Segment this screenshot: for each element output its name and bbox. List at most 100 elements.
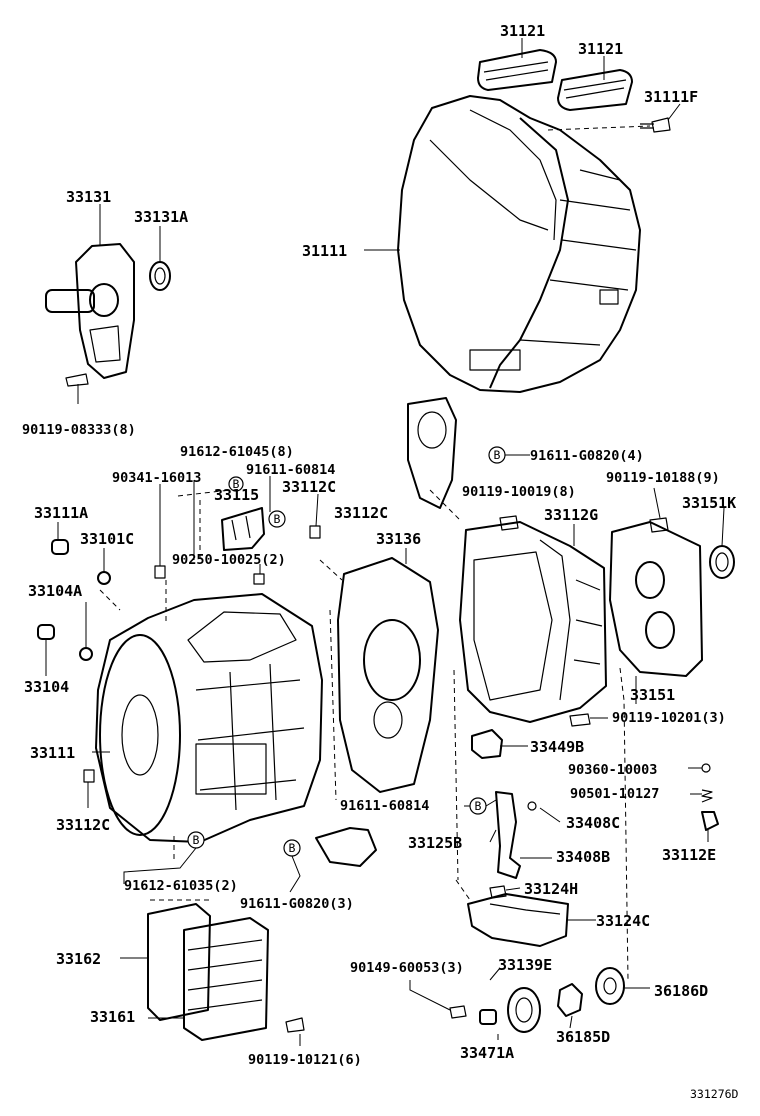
label-36185D: 36185D (556, 1028, 610, 1046)
label-31121-right: 31121 (578, 40, 623, 58)
label-90119-10188: 90119-10188(9) (606, 470, 720, 486)
bolt-31111F (640, 117, 671, 133)
oil-seal-33151K (709, 545, 735, 579)
lever-33408B (495, 791, 521, 879)
label-33131A: 33131A (134, 208, 188, 226)
label-33112C-b: 33112C (334, 504, 388, 522)
callout-labels: 31121 31121 31111F 33131 33131A 31111 90… (22, 22, 739, 1101)
label-36186D: 36186D (654, 982, 708, 1000)
pin-33112C-a (309, 525, 321, 539)
label-90119-10121: 90119-10121(6) (248, 1052, 362, 1068)
label-33408C: 33408C (566, 814, 620, 832)
label-33124C: 33124C (596, 912, 650, 930)
label-33124H: 33124H (524, 880, 578, 898)
label-31121-left: 31121 (500, 22, 545, 40)
svg-text:B: B (193, 833, 200, 847)
b-marker-2: B (228, 476, 244, 492)
extension-case-33112G (459, 521, 607, 723)
cover-33161 (183, 917, 269, 1041)
label-33101C: 33101C (80, 530, 134, 548)
extension-housing-33131 (45, 243, 135, 379)
label-90149-60053: 90149-60053(3) (350, 960, 464, 976)
assembly-centerlines (99, 125, 651, 981)
guide-33124C (467, 893, 569, 947)
label-33111-case: 33111 (30, 744, 75, 762)
label-33111A: 33111A (34, 504, 88, 522)
cover-31121-right (557, 69, 633, 111)
b-marker-5: B (283, 839, 301, 857)
bolt-33124H (489, 885, 507, 899)
label-33131: 33131 (66, 188, 111, 206)
bolt-90119-08333 (65, 373, 89, 387)
label-90501-10127: 90501-10127 (570, 786, 659, 802)
leader-lines (45, 38, 725, 1046)
b-marker-4: B (469, 797, 487, 815)
plug-33104A (79, 647, 93, 661)
label-33112E: 33112E (662, 846, 716, 864)
plug-33112E (701, 811, 719, 831)
spring-90501 (701, 789, 713, 803)
bolt-90149-60053 (449, 1005, 467, 1019)
oil-seal-33131A (149, 261, 171, 291)
label-33449B: 33449B (530, 738, 584, 756)
cover-31121-left (477, 49, 557, 91)
label-33408B: 33408B (556, 848, 610, 866)
bracket-33115 (221, 507, 265, 551)
pin-33112C-b (83, 769, 95, 783)
b-marker-1: B (488, 446, 506, 464)
svg-text:B: B (289, 841, 296, 855)
label-90119-08333: 90119-08333(8) (22, 422, 136, 438)
label-33161: 33161 (90, 1008, 135, 1026)
label-90360-10003: 90360-10003 (568, 762, 657, 778)
label-33151: 33151 (630, 686, 675, 704)
transmission-case-33111 (95, 593, 323, 843)
breather-90341-16013 (154, 565, 166, 579)
label-33112C-c: 33112C (56, 816, 110, 834)
label-33125B: 33125B (408, 834, 462, 852)
label-90341-16013: 90341-16013 (112, 470, 201, 486)
bolt-90119-10201 (569, 713, 591, 727)
diagram-id: 331276D (690, 1087, 739, 1101)
label-33162: 33162 (56, 950, 101, 968)
bearing-33471A (479, 987, 541, 1033)
b-marker-3: B (268, 510, 286, 528)
label-90250-10025: 90250-10025(2) (172, 552, 286, 568)
washer-33101C (97, 571, 111, 585)
clip-33449B (471, 729, 503, 759)
plug-33111A (51, 539, 69, 555)
pin-90250 (253, 573, 265, 585)
label-91611-60814-a: 91611-60814 (246, 462, 335, 478)
b-marker-6: B (187, 831, 205, 849)
gasket-plate-upper (407, 397, 457, 509)
gear-36185D (557, 983, 583, 1017)
bell-housing-31111 (397, 95, 641, 393)
label-91612-61045: 91612-61045(8) (180, 444, 294, 460)
bracket-91611-60814 (315, 827, 377, 867)
bolt-90119-10121 (285, 1017, 305, 1033)
svg-text:B: B (233, 477, 240, 491)
label-91611-G0820-4: 91611-G0820(4) (530, 448, 644, 464)
svg-text:B: B (494, 448, 501, 462)
snap-33408C (527, 801, 537, 811)
bearing-36186D (595, 967, 625, 1005)
intermediate-plate-33136 (337, 557, 439, 793)
label-33136: 33136 (376, 530, 421, 548)
svg-text:B: B (274, 512, 281, 526)
plug-33104 (37, 624, 55, 640)
gasket-33162 (147, 903, 211, 1021)
label-33112C-a: 33112C (282, 478, 336, 496)
label-33104: 33104 (24, 678, 69, 696)
label-91611-G0820-3: 91611-G0820(3) (240, 896, 354, 912)
label-91611-60814-b: 91611-60814 (340, 798, 429, 814)
label-91612-61035: 91612-61035(2) (124, 878, 238, 894)
label-31111F: 31111F (644, 88, 698, 106)
label-33112G: 33112G (544, 506, 598, 524)
label-33151K: 33151K (682, 494, 736, 512)
label-90119-10201: 90119-10201(3) (612, 710, 726, 726)
label-33115: 33115 (214, 486, 259, 504)
label-31111-bell: 31111 (302, 242, 347, 260)
bolt-90119-10019 (499, 515, 519, 531)
label-33471A: 33471A (460, 1044, 514, 1062)
